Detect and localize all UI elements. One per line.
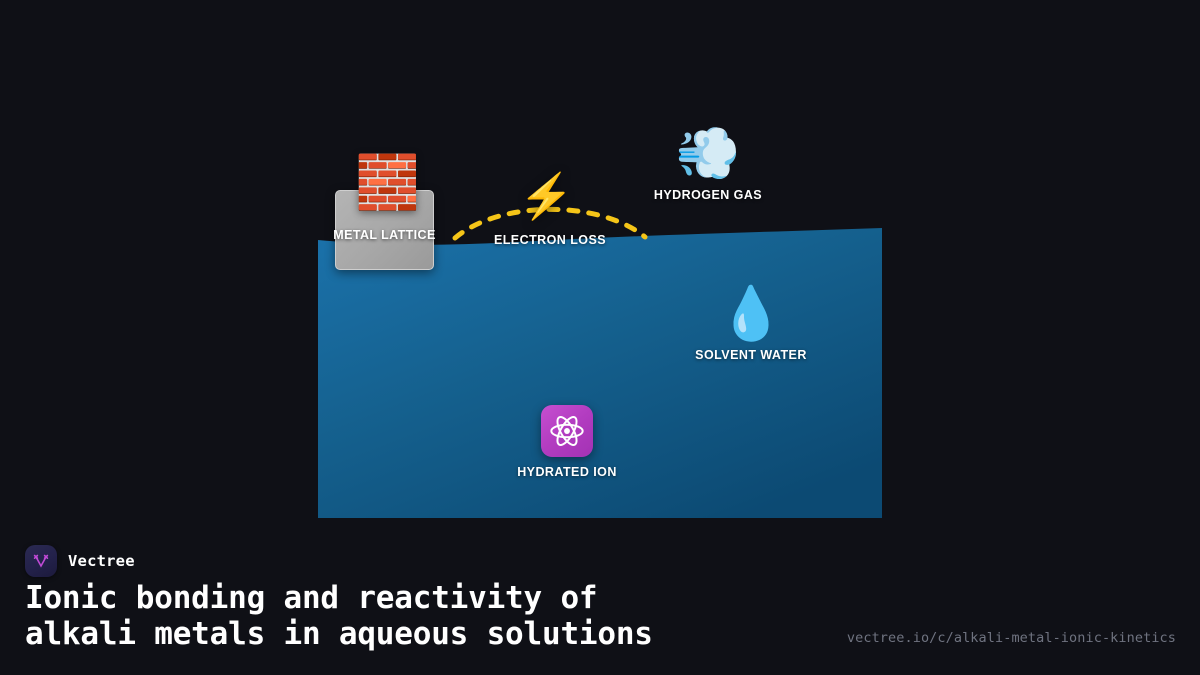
source-url[interactable]: vectree.io/c/alkali-metal-ionic-kinetics	[846, 630, 1176, 646]
hydrated-ion-node: HYDRATED ION	[507, 405, 627, 479]
hydrogen-gas-node: 💨 HYDROGEN GAS	[644, 128, 772, 202]
gas-cloud-icon: 💨	[675, 125, 741, 183]
page-title: Ionic bonding and reactivity of alkali m…	[25, 580, 825, 653]
atom-icon	[541, 405, 593, 457]
hydrated-ion-label: HYDRATED ION	[517, 465, 617, 479]
metal-lattice-label: METAL LATTICE	[333, 228, 436, 242]
brand[interactable]: Vectree	[25, 545, 135, 577]
vectree-logo-icon	[25, 545, 57, 577]
hydrogen-gas-label: HYDROGEN GAS	[653, 188, 763, 202]
brand-name: Vectree	[68, 552, 135, 570]
water-shape	[318, 228, 882, 518]
electron-loss-label: ELECTRON LOSS	[493, 233, 607, 247]
footer: Vectree Ionic bonding and reactivity of …	[0, 530, 1200, 675]
scene: METAL LATTICE 🧱 ⚡ ELECTRON LOSS 💨 HYDROG…	[318, 128, 882, 518]
electron-loss-arc	[452, 206, 648, 241]
vectree-logo-glyph	[33, 554, 49, 568]
page-title-line2: alkali metals in aqueous solutions	[25, 616, 653, 653]
metal-lattice-node: METAL LATTICE	[333, 190, 436, 270]
water-droplet-icon: 💧	[718, 285, 784, 343]
aqueous-solution-body	[318, 228, 882, 518]
solvent-water-node: 💧 SOLVENT WATER	[691, 288, 811, 362]
page-title-line1: Ionic bonding and reactivity of	[25, 580, 598, 616]
brick-icon: 🧱	[355, 154, 420, 212]
atom-glyph	[550, 416, 584, 446]
solvent-water-label: SOLVENT WATER	[695, 348, 807, 362]
lightning-bolt-icon: ⚡	[519, 172, 574, 221]
